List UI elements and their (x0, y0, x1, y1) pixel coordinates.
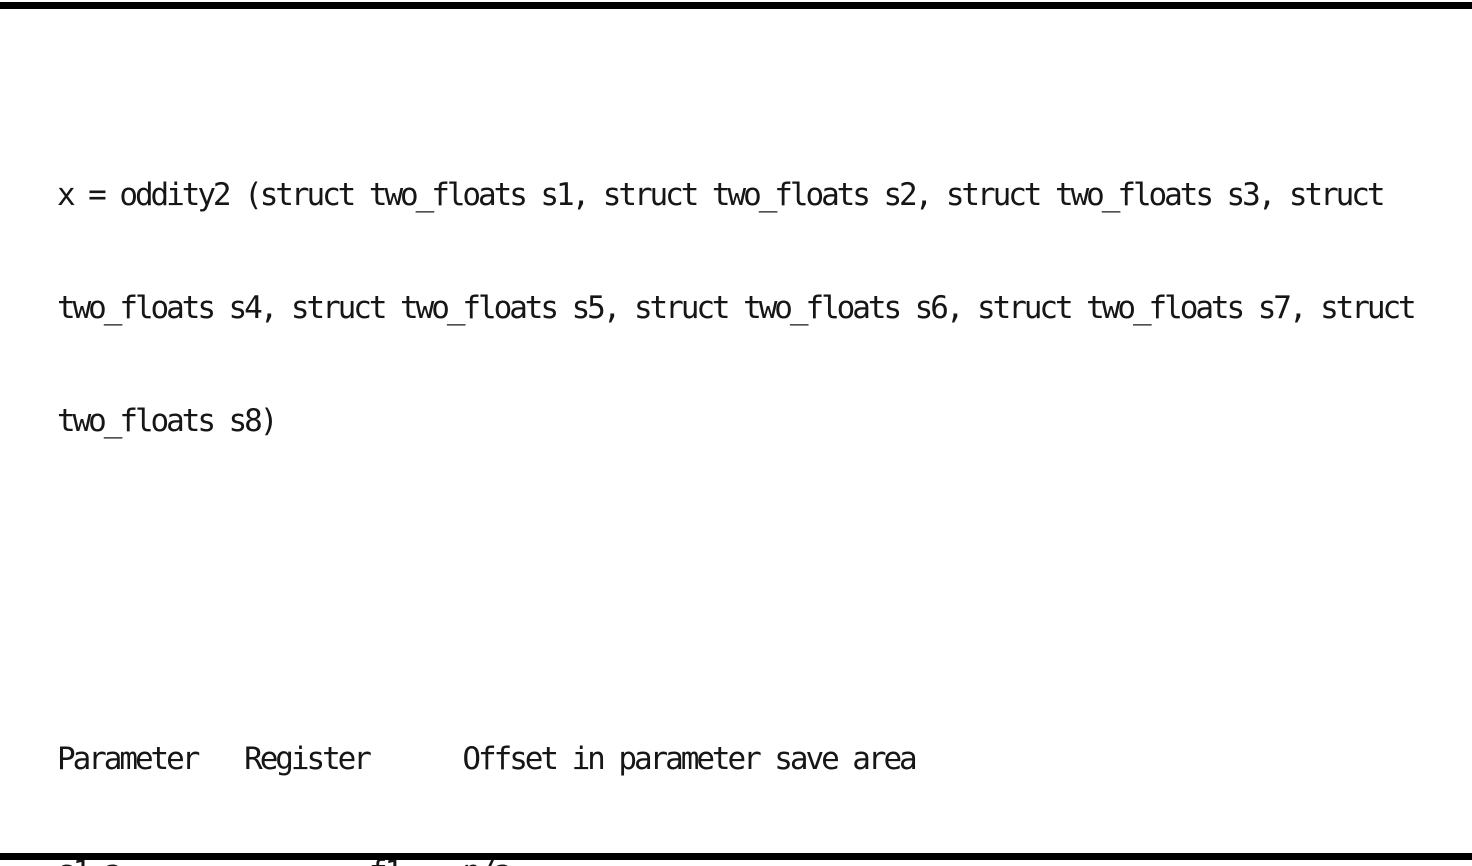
parameter-table: Parameter Register Offset in parameter s… (57, 666, 1414, 866)
table-rows: s1.a f1 n/as1.b f2 n/as2.a f3 n/as2.b f4… (57, 854, 1414, 866)
bottom-rule (0, 853, 1472, 860)
signature-line: two_floats s8) (57, 402, 278, 439)
monospace-figure: x = oddity2 (struct two_floats s1, struc… (57, 27, 1417, 866)
table-header: Parameter Register Offset in parameter s… (57, 741, 918, 778)
signature-line: two_floats s4, struct two_floats s5, str… (57, 290, 1417, 327)
signature-line: x = oddity2 (struct two_floats s1, struc… (57, 177, 1386, 214)
top-rule (0, 2, 1472, 9)
function-signature: x = oddity2 (struct two_floats s1, struc… (57, 102, 1417, 516)
table-row: s1.a f1 n/a (57, 854, 1414, 866)
